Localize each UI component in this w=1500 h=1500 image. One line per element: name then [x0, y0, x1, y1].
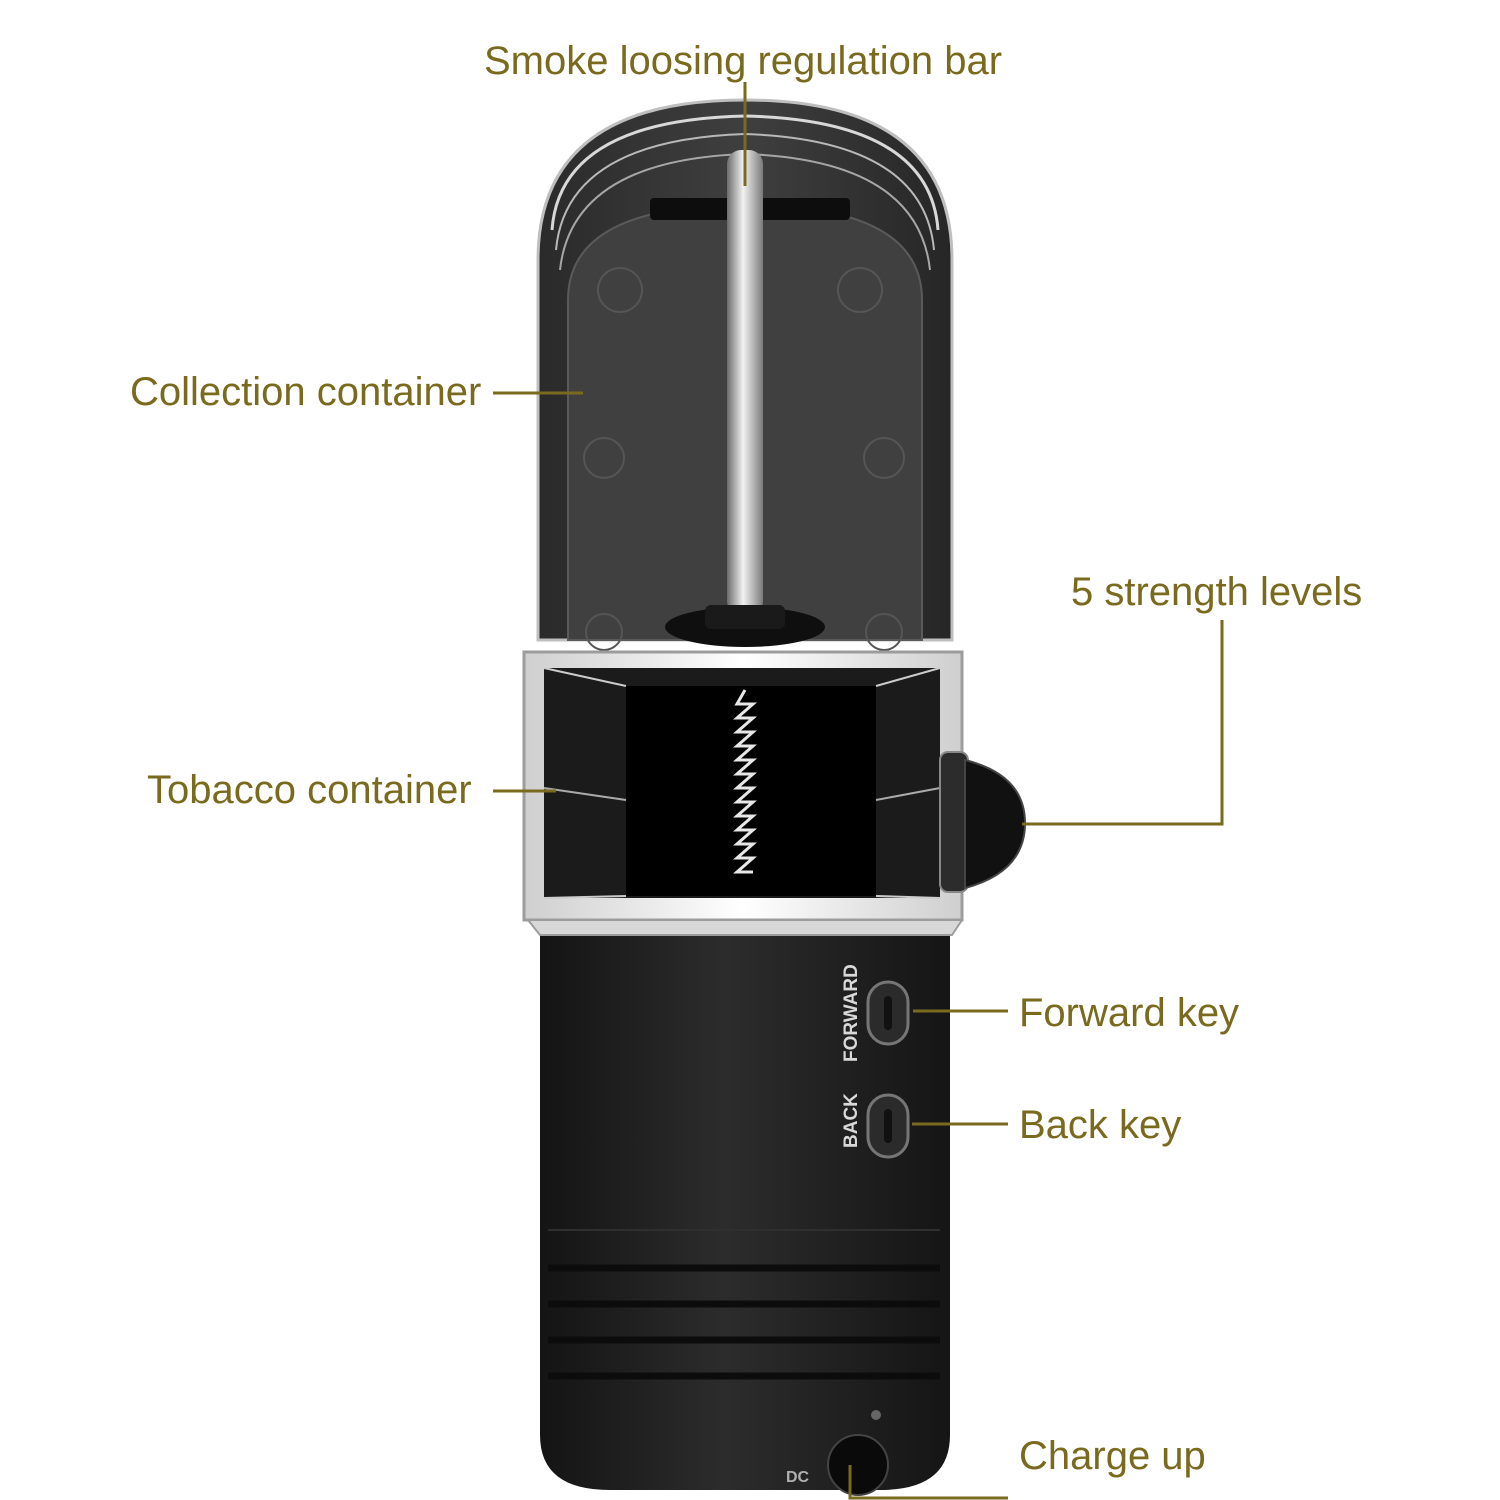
dc-charging-port[interactable]: [827, 1410, 889, 1496]
dc-port-printed-text: DC: [786, 1469, 810, 1486]
forward-key-button[interactable]: [866, 980, 910, 1046]
label-regulation-bar: Smoke loosing regulation bar: [484, 39, 1003, 83]
strength-level-dial[interactable]: [939, 751, 1027, 893]
regulation-bar-rod: [665, 150, 825, 647]
callout-leader-lines: [493, 82, 1224, 1500]
back-key-printed-text: BACK: [841, 1093, 862, 1148]
back-key-button[interactable]: [866, 1093, 910, 1159]
label-tobacco-container: Tobacco container: [147, 768, 472, 812]
label-strength-levels: 5 strength levels: [1071, 570, 1363, 614]
label-charge-up: Charge up: [1019, 1434, 1206, 1478]
forward-key-printed-text: FORWARD: [841, 964, 862, 1062]
tobacco-container-hopper: [522, 650, 964, 936]
leader-strength-levels: [1022, 620, 1224, 826]
device-main-body: [540, 935, 950, 1490]
label-forward-key: Forward key: [1019, 991, 1240, 1035]
leader-charge-up: [848, 1465, 1008, 1500]
label-collection-container: Collection container: [130, 370, 482, 414]
label-back-key: Back key: [1019, 1103, 1182, 1147]
